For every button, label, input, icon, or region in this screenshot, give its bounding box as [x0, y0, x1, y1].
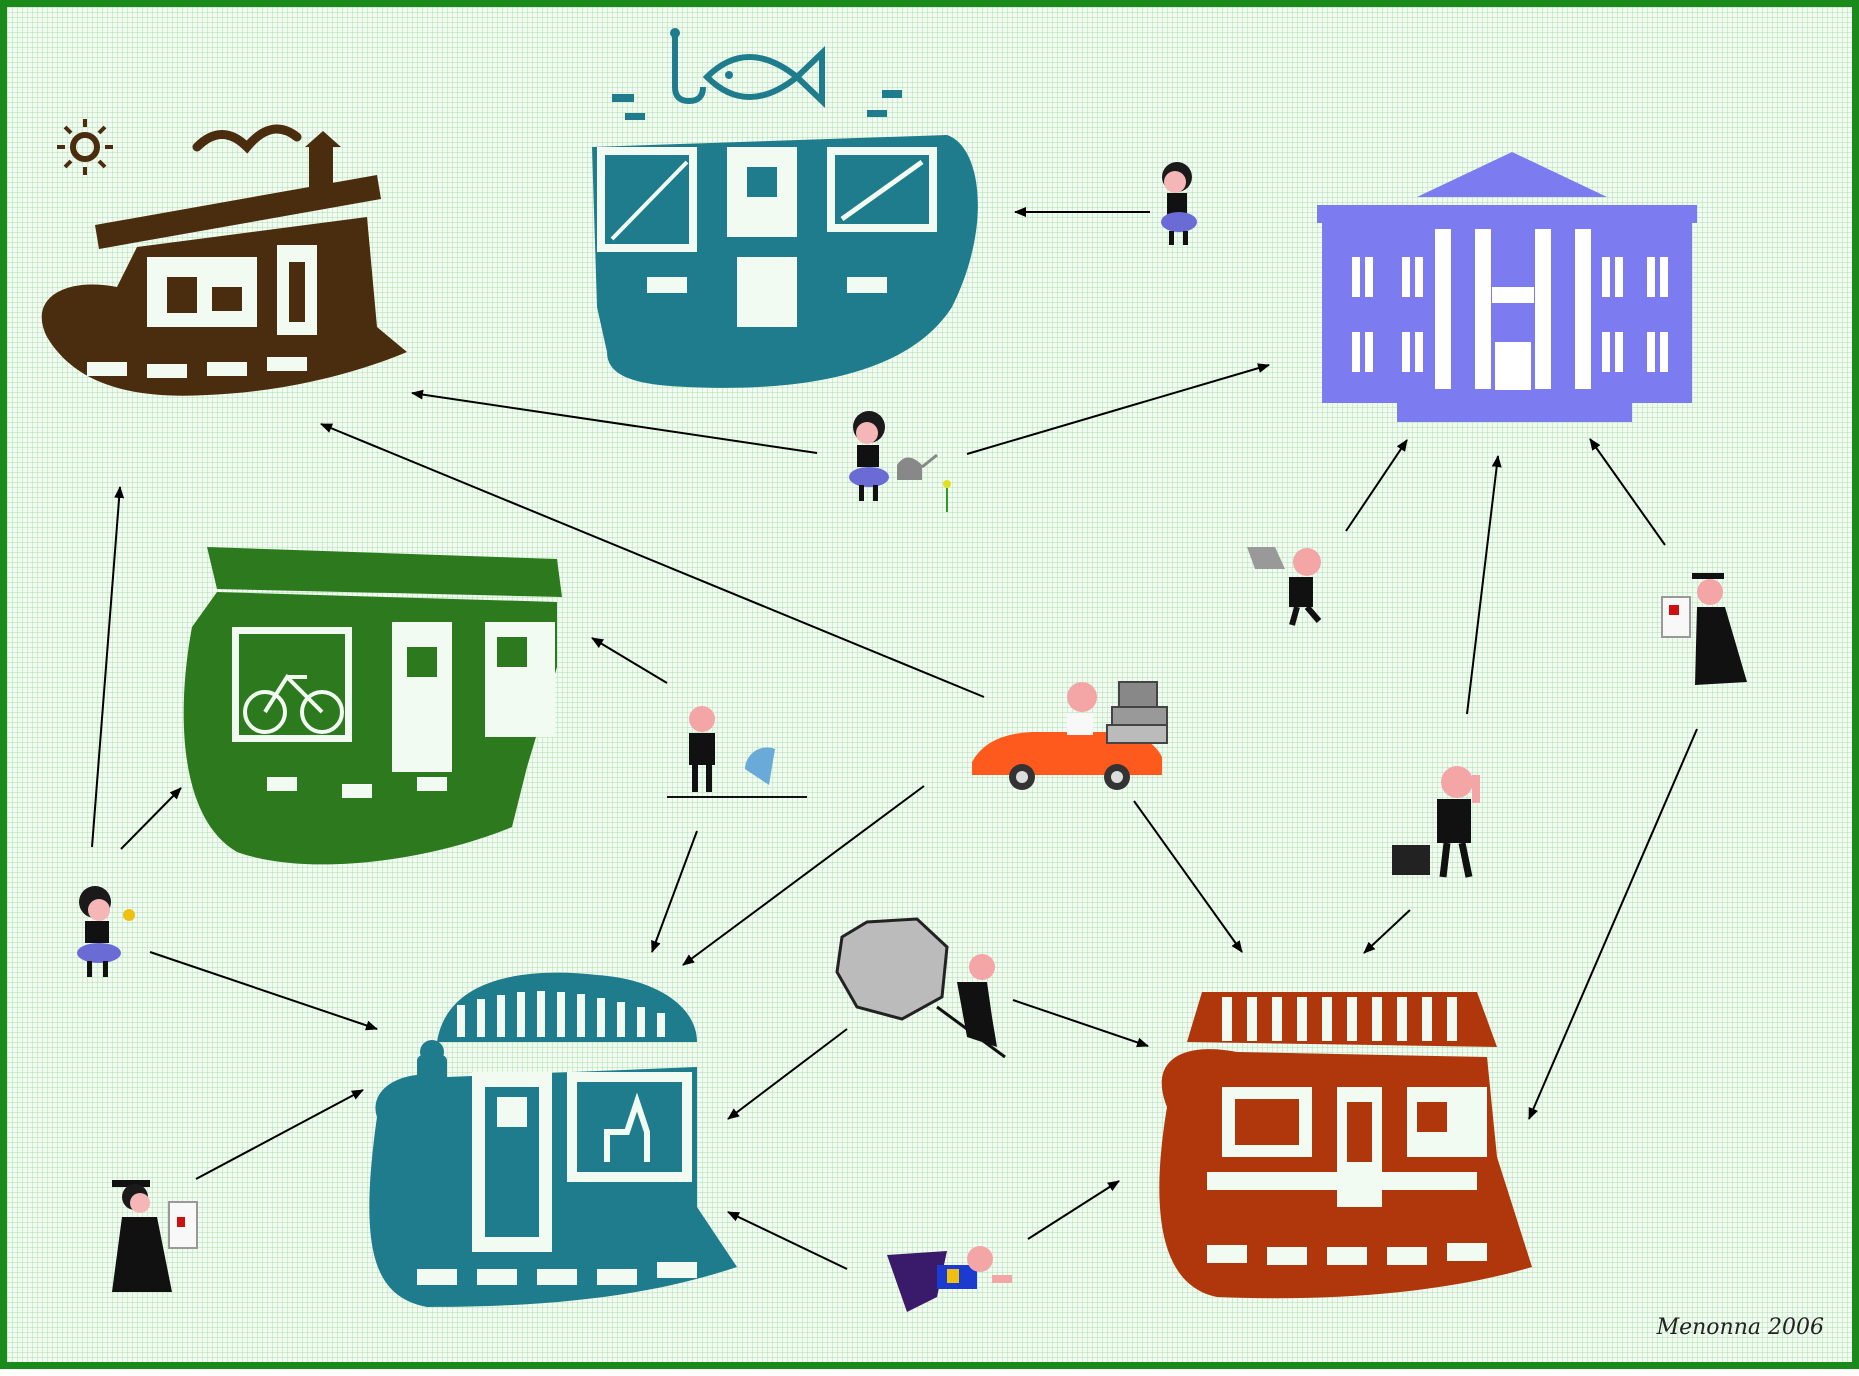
arrow-girl-watering-to-town-hall [966, 363, 1270, 455]
man-with-umbrella-icon [667, 706, 807, 798]
town-hall-icon [1317, 152, 1697, 422]
arrow-man-umbrella-to-barber-shop [651, 830, 698, 953]
arrow-man-umbrella-to-bike-shop [591, 637, 668, 684]
barber-shop-icon [369, 972, 737, 1307]
arrow-graduate-woman-to-barber-shop [195, 1089, 364, 1180]
bakery-shop-icon [41, 119, 408, 396]
flying-superhero-icon [887, 1246, 1012, 1312]
arrow-man-briefcase-to-town-hall [1466, 455, 1502, 715]
graduate-with-diploma-icon [1661, 573, 1747, 685]
fish-shop-icon [592, 28, 978, 388]
connection-arrows [91, 207, 1698, 1270]
girl-walking-icon [1161, 162, 1197, 245]
bike-shop-icon [183, 547, 562, 865]
man-running-icon [1247, 547, 1322, 626]
arrow-boulder-to-grocery [1012, 999, 1149, 1048]
author-credit: Menonna 2006 [1656, 1315, 1824, 1340]
arrow-girl-flower-to-barber-shop [149, 951, 378, 1031]
man-pushing-boulder-icon [835, 917, 1006, 1059]
arrow-man-running-to-town-hall [1345, 439, 1408, 532]
girl-smelling-flower-icon [77, 886, 135, 977]
arrow-girl-flower-to-bakery [91, 486, 125, 848]
man-with-briefcase-icon [1392, 766, 1480, 878]
girl-watering-can-icon [849, 411, 951, 512]
arrow-graduate-man-to-town-hall [1589, 438, 1666, 546]
grocery-shop-icon [1159, 992, 1532, 1299]
arrow-superhero-to-grocery [1027, 1180, 1120, 1240]
town-diagram [41, 28, 1747, 1312]
man-driving-car-icon [972, 681, 1168, 790]
graduate-woman-icon [112, 1180, 198, 1292]
arrow-car-to-bakery [320, 423, 985, 698]
arrow-girl-watering-to-bakery [411, 389, 818, 454]
arrow-girl-flower-to-bike-shop [120, 787, 182, 850]
arrow-man-briefcase-to-grocery [1363, 909, 1411, 954]
arrow-boulder-to-barber-shop [727, 1028, 848, 1120]
arrow-car-to-grocery [1133, 800, 1243, 953]
arrow-car-to-barber-shop [682, 785, 925, 966]
arrow-graduate-man-to-grocery [1528, 728, 1698, 1120]
arrow-superhero-to-barber-shop [727, 1211, 848, 1270]
